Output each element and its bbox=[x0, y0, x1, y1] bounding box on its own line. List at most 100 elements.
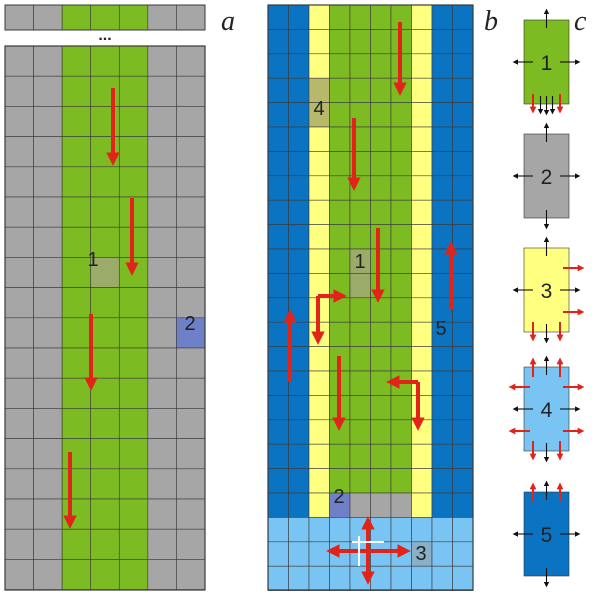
grid-cell bbox=[370, 29, 392, 55]
grid-cell bbox=[4, 468, 34, 500]
grid-cell bbox=[452, 224, 474, 250]
grid-cell bbox=[4, 4, 34, 31]
panel-c-label: c bbox=[574, 6, 587, 37]
grid-cell bbox=[4, 287, 34, 319]
grid-cell bbox=[308, 4, 330, 30]
grid-cell bbox=[308, 492, 330, 518]
grid-cell bbox=[349, 321, 371, 347]
grid-cell bbox=[61, 4, 92, 31]
grid-cell bbox=[33, 347, 63, 379]
grid-cell bbox=[176, 559, 206, 590]
grid-cell bbox=[349, 419, 371, 445]
grid-cell bbox=[33, 287, 63, 319]
grid-cell bbox=[176, 528, 206, 560]
grid-cell bbox=[176, 257, 206, 288]
grid-cell bbox=[61, 226, 92, 258]
grid-cell bbox=[267, 53, 289, 79]
grid-cell bbox=[329, 297, 351, 323]
grid-cell bbox=[118, 45, 149, 77]
grid-cell bbox=[431, 395, 453, 421]
grid-cell bbox=[452, 175, 474, 201]
grid-cell bbox=[452, 321, 474, 347]
grid-cell bbox=[90, 287, 120, 319]
grid-cell bbox=[411, 395, 433, 421]
grid-cell bbox=[90, 528, 120, 560]
grid-cell bbox=[370, 517, 392, 543]
grid-cell bbox=[411, 443, 433, 469]
grid-cell bbox=[176, 4, 206, 31]
grid-cell bbox=[147, 45, 177, 77]
grid-cell bbox=[90, 196, 120, 228]
legend-item-5: 5 bbox=[512, 480, 581, 588]
grid-cell bbox=[33, 4, 63, 31]
grid-cell bbox=[288, 77, 310, 103]
grid-cell bbox=[431, 370, 453, 396]
grid-cell bbox=[176, 196, 206, 228]
grid-cell bbox=[452, 4, 474, 30]
grid-cell bbox=[411, 565, 433, 591]
grid-cell bbox=[431, 53, 453, 79]
grid-cell bbox=[90, 226, 120, 258]
grid-cell bbox=[147, 4, 177, 31]
grid-cell bbox=[176, 408, 206, 439]
grid-cell bbox=[288, 565, 310, 591]
grid-cell bbox=[370, 443, 392, 469]
panel-b-cell-3-label: 3 bbox=[415, 543, 426, 565]
grid-cell bbox=[411, 419, 433, 445]
grid-cell bbox=[176, 136, 206, 168]
grid-cell bbox=[411, 224, 433, 250]
grid-cell bbox=[308, 468, 330, 494]
grid-cell bbox=[349, 395, 371, 421]
grid-cell bbox=[176, 75, 206, 107]
grid-cell bbox=[308, 29, 330, 55]
grid-cell bbox=[288, 126, 310, 152]
grid-cell bbox=[329, 77, 351, 103]
grid-cell bbox=[90, 45, 120, 77]
grid-cell bbox=[308, 346, 330, 372]
grid-cell bbox=[431, 565, 453, 591]
grid-cell bbox=[411, 77, 433, 103]
panel-a-label: a bbox=[221, 6, 235, 37]
grid-cell bbox=[411, 346, 433, 372]
grid-cell bbox=[147, 408, 177, 439]
grid-cell bbox=[308, 151, 330, 177]
grid-cell bbox=[370, 565, 392, 591]
grid-cell bbox=[33, 257, 63, 288]
grid-cell bbox=[390, 175, 412, 201]
grid-cell bbox=[349, 53, 371, 79]
grid-cell bbox=[267, 199, 289, 225]
grid-cell bbox=[370, 346, 392, 372]
grid-cell bbox=[370, 199, 392, 225]
grid-cell bbox=[288, 443, 310, 469]
grid-cell bbox=[176, 468, 206, 500]
grid-cell bbox=[390, 224, 412, 250]
grid-cell bbox=[370, 224, 392, 250]
grid-cell bbox=[90, 408, 120, 439]
grid-cell bbox=[390, 517, 412, 543]
panel-a: ... 1 2 a bbox=[4, 4, 235, 591]
grid-cell bbox=[370, 273, 392, 299]
grid-cell bbox=[147, 468, 177, 500]
grid-cell bbox=[370, 541, 392, 567]
grid-cell bbox=[288, 175, 310, 201]
grid-cell bbox=[4, 408, 34, 439]
grid-cell bbox=[452, 346, 474, 372]
grid-cell bbox=[288, 4, 310, 30]
grid-cell bbox=[349, 273, 371, 299]
grid-cell bbox=[267, 370, 289, 396]
grid-cell bbox=[431, 346, 453, 372]
grid-cell bbox=[176, 317, 206, 349]
grid-cell bbox=[411, 248, 433, 274]
legend-item-3: 3 bbox=[512, 236, 585, 344]
grid-cell bbox=[33, 317, 63, 349]
grid-cell bbox=[390, 273, 412, 299]
grid-cell bbox=[452, 102, 474, 128]
grid-cell bbox=[390, 419, 412, 445]
grid-cell bbox=[431, 102, 453, 128]
grid-cell bbox=[267, 151, 289, 177]
grid-cell bbox=[267, 126, 289, 152]
grid-cell bbox=[308, 53, 330, 79]
grid-cell bbox=[329, 29, 351, 55]
grid-cell bbox=[118, 106, 149, 137]
